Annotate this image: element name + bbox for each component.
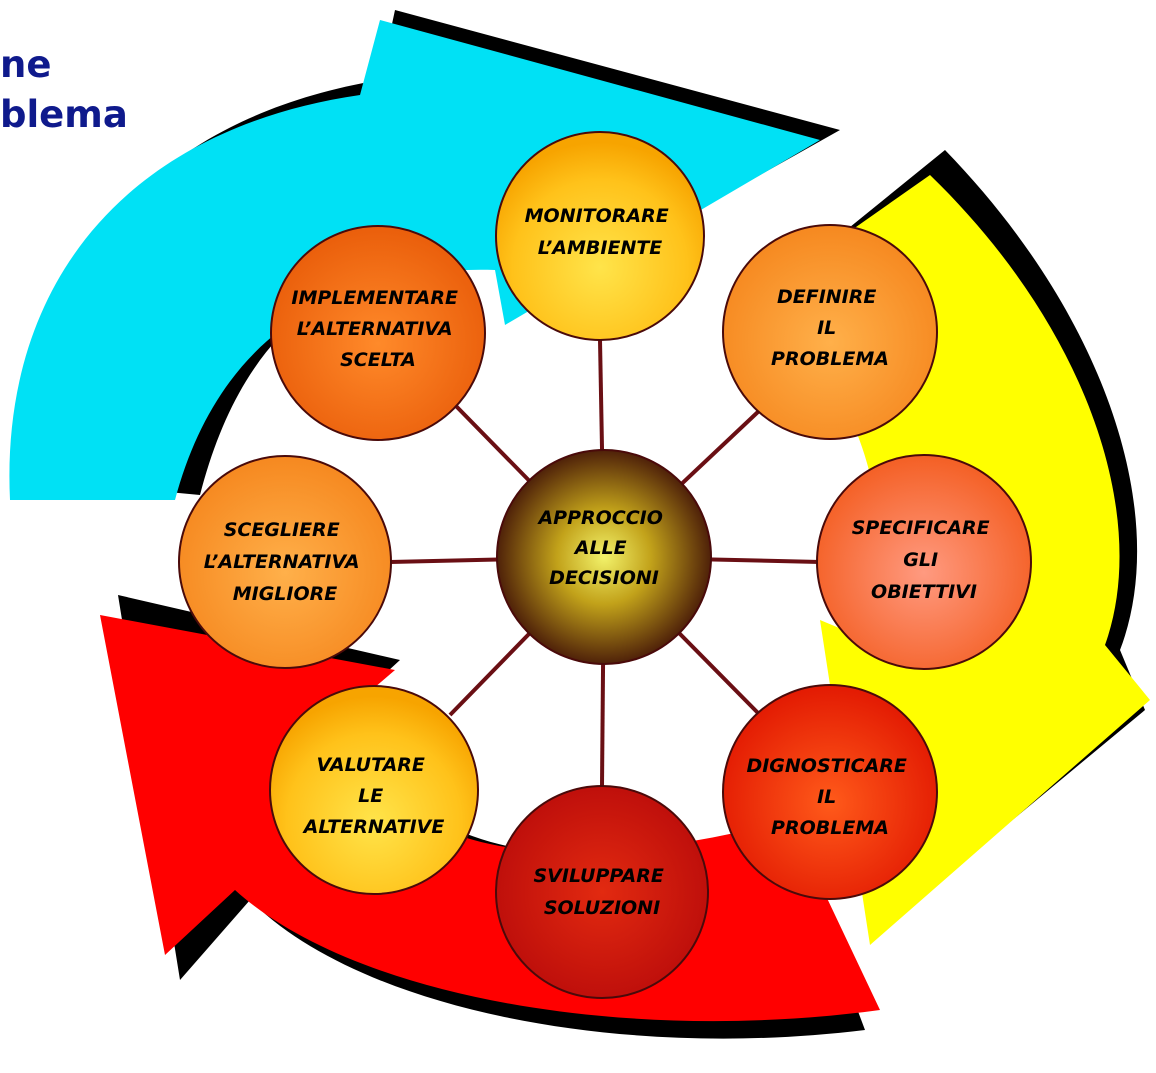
node-label: VALUTARE LE ALTERNATIVE: [302, 754, 445, 838]
node-circle: [722, 224, 938, 440]
hub-node: APPROCCIO ALLE DECISIONI: [496, 449, 712, 665]
hub-line-2: ALLE: [573, 537, 627, 559]
node-valutare: VALUTARE LE ALTERNATIVE: [269, 685, 479, 895]
hub-label: APPROCCIO ALLE DECISIONI: [536, 507, 669, 589]
hub-circle: [496, 449, 712, 665]
node-circle: [495, 131, 705, 341]
node-label: IMPLEMENTARE L’ALTERNATIVA SCELTA: [291, 287, 464, 371]
node-circle: [269, 685, 479, 895]
node-scegliere: SCEGLIERE L’ALTERNATIVA MIGLIORE: [178, 455, 392, 669]
node-label: DIGNOSTICARE IL PROBLEMA: [746, 755, 913, 839]
node-label: MONITORARE L’AMBIENTE: [525, 205, 676, 259]
title-line-1: ne: [0, 43, 52, 86]
node-circle: [178, 455, 392, 669]
node-label: SCEGLIERE L’ALTERNATIVA MIGLIORE: [204, 519, 366, 605]
hub-line-1: APPROCCIO: [536, 507, 662, 529]
node-monitorare: MONITORARE L’AMBIENTE: [495, 131, 705, 341]
page-title: ne blema: [0, 40, 128, 140]
node-label: DEFINIRE IL PROBLEMA: [771, 286, 889, 370]
node-implementare: IMPLEMENTARE L’ALTERNATIVA SCELTA: [270, 225, 486, 441]
node-circle: [816, 454, 1032, 670]
node-circle: [495, 785, 709, 999]
node-circle: [270, 225, 486, 441]
node-definire: DEFINIRE IL PROBLEMA: [722, 224, 938, 440]
hub-line-3: DECISIONI: [549, 567, 659, 589]
node-dignosticare: DIGNOSTICARE IL PROBLEMA: [722, 684, 938, 900]
node-label: SVILUPPARE SOLUZIONI: [534, 865, 671, 919]
title-line-2: blema: [0, 93, 128, 136]
node-sviluppare: SVILUPPARE SOLUZIONI: [495, 785, 709, 999]
node-circle: [722, 684, 938, 900]
node-specificare: SPECIFICARE GLI OBIETTIVI: [816, 454, 1032, 670]
node-label: SPECIFICARE GLI OBIETTIVI: [852, 517, 997, 603]
